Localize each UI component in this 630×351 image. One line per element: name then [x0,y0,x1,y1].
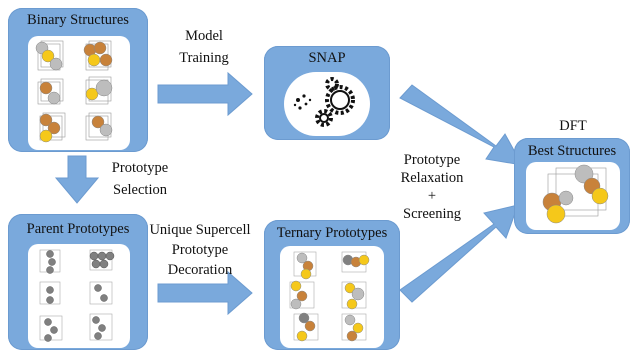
best-atoms [542,164,609,224]
unique-supercell-line-1: Unique Supercell [149,222,251,238]
ternary-prototypes-image [280,246,384,348]
relaxation-line-1: Prototype [403,152,461,168]
best-structures-panel: Best Structures [514,138,630,234]
arrow-prototype-selection [54,155,100,204]
parent-prototypes-image [28,244,130,348]
arrow-model-training [157,71,253,117]
binary-atoms [35,40,113,143]
gears-icon [293,77,355,127]
relaxation-screening-label: Prototype Relaxation + Screening [392,152,472,223]
prototype-selection-label: Prototype Selection [102,160,178,199]
parent-prototypes-title: Parent Prototypes [26,221,130,237]
arrow-ternary-to-best [399,204,519,303]
ternary-atoms [289,251,370,342]
best-structures-image [526,162,620,230]
snap-title: SNAP [308,50,346,66]
ternary-prototypes-title: Ternary Prototypes [276,225,388,241]
arrow-snap-to-best [399,84,523,166]
relaxation-line-3: + [427,188,437,204]
unique-supercell-line-3: Decoration [167,262,233,278]
binary-structures-image [28,36,130,150]
binary-structures-panel: Binary Structures [8,8,148,152]
unique-supercell-label: Unique Supercell Prototype Decoration [142,222,258,279]
model-training-line-1: Model [185,28,223,44]
best-structures-title: Best Structures [527,143,617,159]
ternary-prototypes-panel: Ternary Prototypes [264,220,400,350]
model-training-line-2: Training [179,50,229,66]
dft-label: DFT [559,118,587,134]
parent-prototypes-panel: Parent Prototypes [8,214,148,350]
prototype-selection-line-2: Selection [113,182,167,198]
arrow-decoration [157,270,253,316]
model-training-label: Model Training [168,28,240,67]
prototype-selection-line-1: Prototype [111,160,169,176]
unique-supercell-line-2: Prototype [171,242,229,258]
parent-atoms [39,249,115,342]
snap-image [284,72,370,136]
relaxation-line-2: Relaxation [400,170,464,186]
snap-panel: SNAP [264,46,390,140]
binary-structures-title: Binary Structures [27,12,129,28]
relaxation-line-4: Screening [403,206,461,222]
